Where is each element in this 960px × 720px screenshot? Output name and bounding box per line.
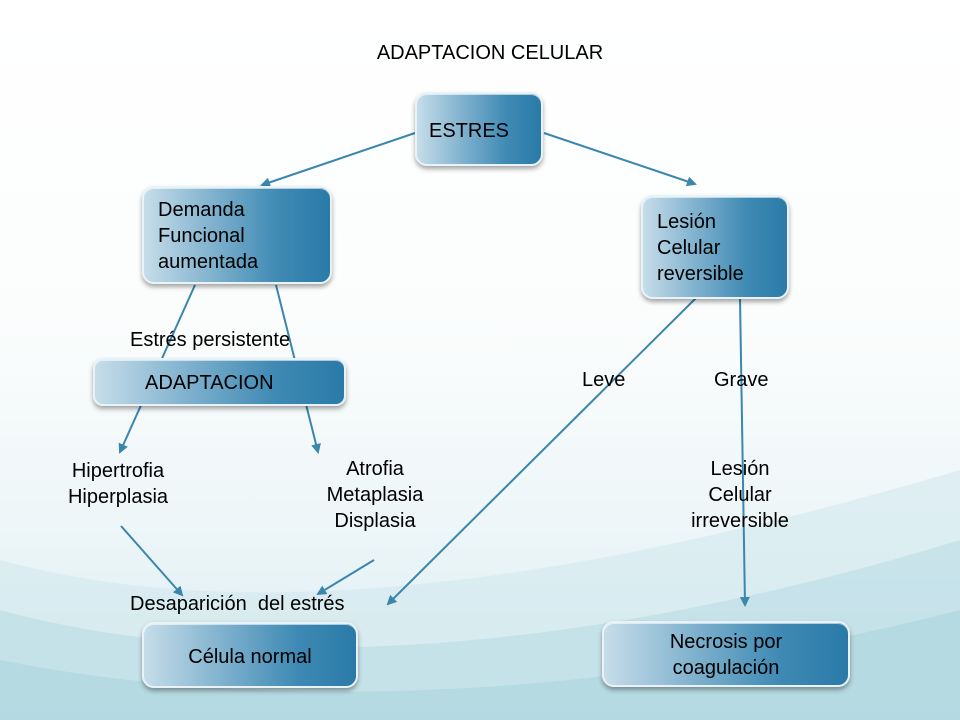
node-adaptacion-label: ADAPTACION xyxy=(145,372,274,394)
page-title: ADAPTACION CELULAR xyxy=(376,42,604,64)
node-estres-label: ESTRES xyxy=(429,120,510,142)
node-celula-normal: Célula normal xyxy=(142,622,358,688)
label-estres-persistente: Estrés persistente xyxy=(130,329,291,351)
label-grave: Grave xyxy=(714,369,769,391)
label-desaparicion-estres: Desaparición del estrés xyxy=(130,593,345,615)
node-lesion-reversible: Lesión Celular reversible xyxy=(641,195,789,299)
label-lesion-irreversible: Lesión Celular irreversible xyxy=(691,458,789,532)
node-necrosis-label: Necrosis por coagulación xyxy=(669,631,783,679)
label-leve: Leve xyxy=(582,369,626,391)
node-adaptacion: ADAPTACION xyxy=(93,358,346,406)
node-necrosis: Necrosis por coagulación xyxy=(602,621,850,687)
label-hipertrofia: Hipertrofia Hiperplasia xyxy=(67,460,169,508)
label-atrofia: Atrofia Metaplasia Displasia xyxy=(326,458,424,532)
node-demanda-label: Demanda Funcional aumentada xyxy=(158,199,259,273)
node-demanda-funcional: Demanda Funcional aumentada xyxy=(142,186,332,284)
node-estres: ESTRES xyxy=(415,92,543,166)
node-celula-normal-label: Célula normal xyxy=(188,646,312,668)
node-lesion-reversible-label: Lesión Celular reversible xyxy=(657,211,744,285)
